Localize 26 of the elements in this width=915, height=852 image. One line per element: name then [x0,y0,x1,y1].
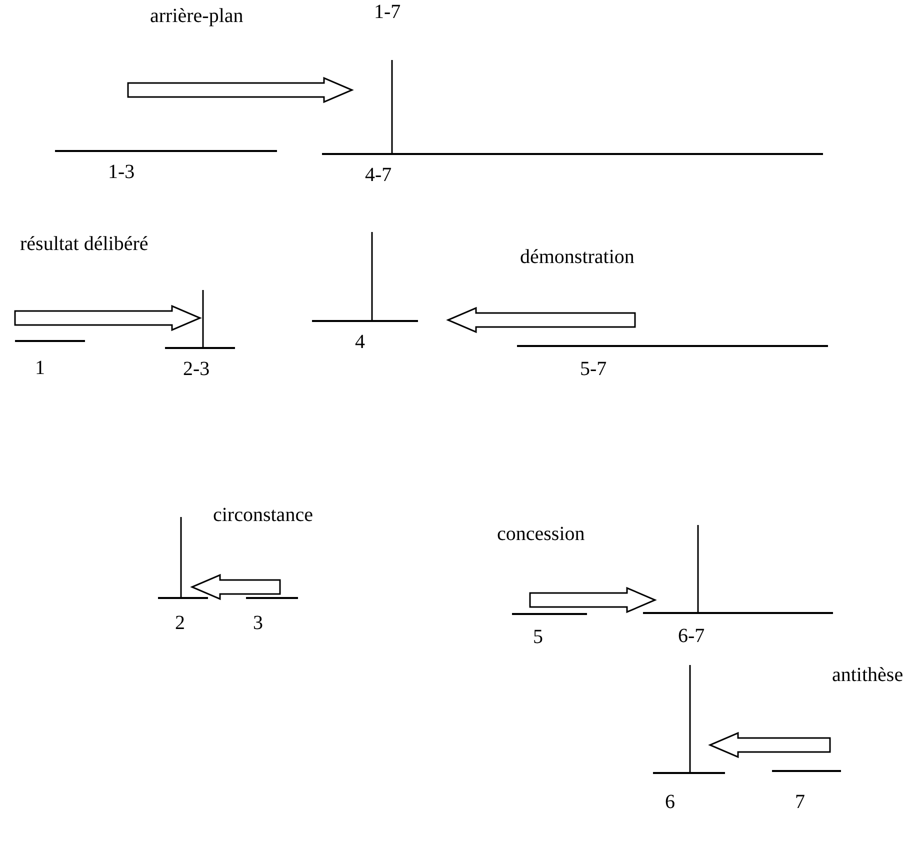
relation-label: circonstance [213,503,313,527]
relation-label: arrière-plan [150,4,244,28]
hollow-arrow [127,76,354,104]
connector-line [391,60,393,153]
hollow-arrow [529,586,657,614]
span-label: 1 [35,356,45,380]
relation-label: résultat délibéré [20,232,148,256]
span-label: 4-7 [365,163,392,187]
span-label: 1-3 [108,160,135,184]
relation-label: démonstration [520,245,634,269]
relation-label: concession [497,522,585,546]
span-label: 4 [355,330,365,354]
span-label: 5 [533,625,543,649]
hollow-arrow [446,306,636,334]
span-label: 2 [175,611,185,635]
span-label: 3 [253,611,263,635]
hollow-arrow [708,732,831,758]
span-label: 2-3 [183,357,210,381]
hollow-arrow [190,574,281,600]
span-label: 6 [665,790,675,814]
span-label: 6-7 [678,624,705,648]
relation-label: antithèse [832,663,904,687]
hollow-arrow [14,304,202,332]
span-label: 7 [795,790,805,814]
span-label: 1-7 [374,0,401,24]
span-label: 5-7 [580,357,607,381]
